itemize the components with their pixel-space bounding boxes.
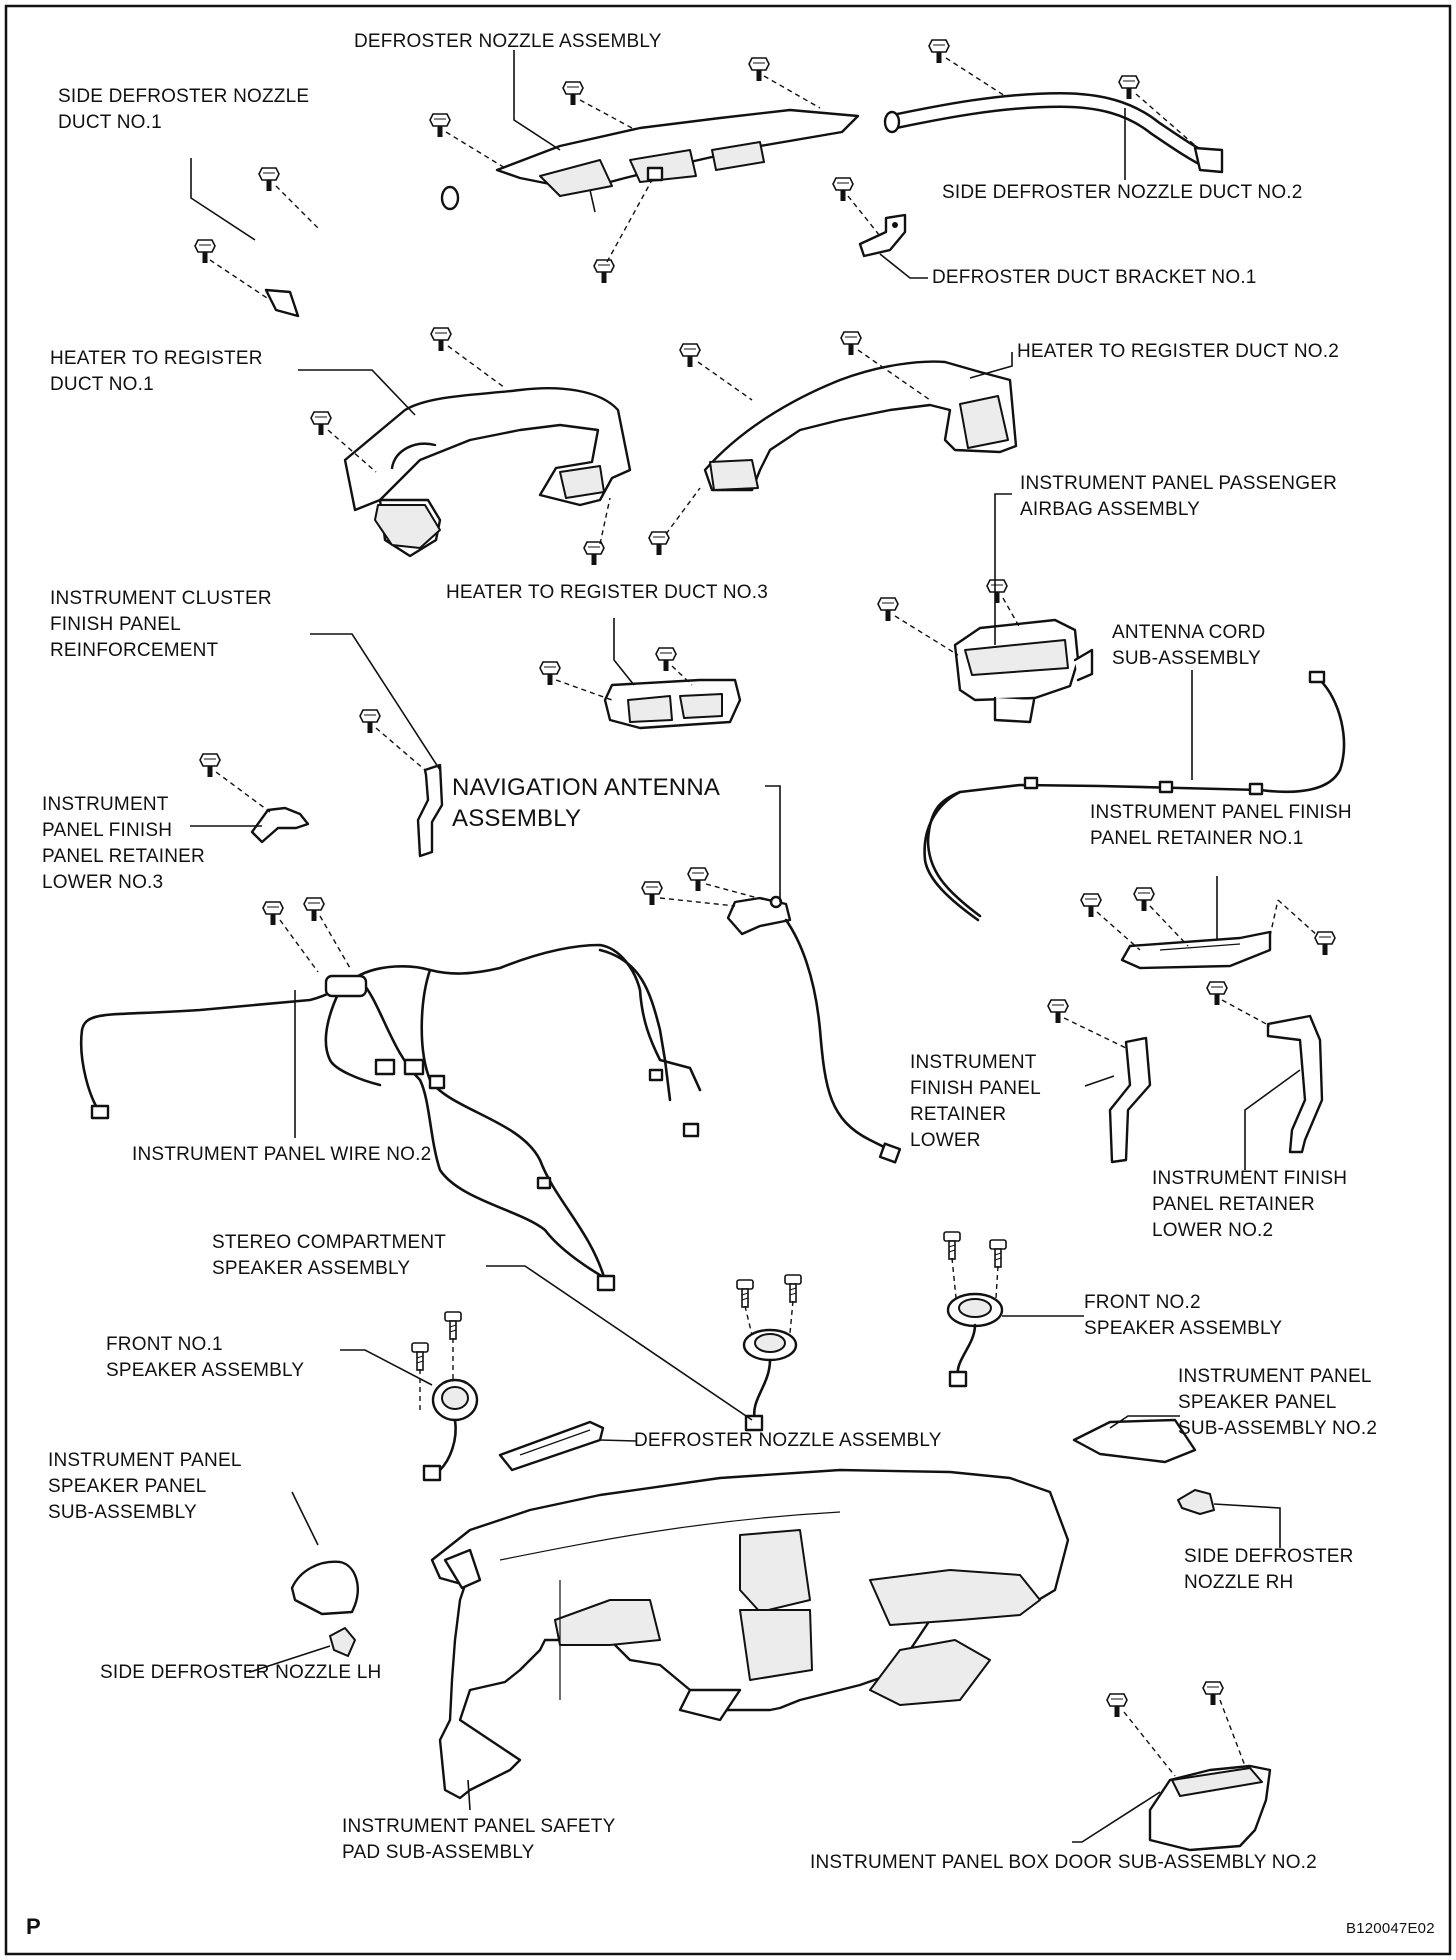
bolt bbox=[310, 411, 332, 436]
corner-mark: P bbox=[26, 1914, 41, 1939]
heater-duct-2-part bbox=[703, 360, 1018, 492]
front-speaker-1-part bbox=[422, 1378, 479, 1482]
label-defroster-nozzle-top: DEFROSTER NOZZLE ASSEMBLY bbox=[354, 31, 662, 52]
label-heater-duct-1: HEATER TO REGISTER DUCT NO.1 bbox=[50, 348, 263, 395]
label-navigation-antenna: NAVIGATION ANTENNA ASSEMBLY bbox=[452, 774, 721, 832]
finish-retainer-lower-2-part bbox=[1266, 1014, 1324, 1154]
bolt bbox=[641, 881, 663, 906]
bolt bbox=[1118, 75, 1140, 100]
label-panel-retainer-lower-3: INSTRUMENT PANEL FINISH PANEL RETAINER L… bbox=[42, 794, 205, 893]
bolt bbox=[840, 331, 862, 356]
bolt bbox=[877, 597, 899, 622]
finish-retainer-lower-part bbox=[1108, 1036, 1152, 1164]
bolt bbox=[539, 661, 561, 686]
label-panel-retainer-1: INSTRUMENT PANEL FINISH PANEL RETAINER N… bbox=[1090, 802, 1352, 849]
speaker-panel-part bbox=[290, 1560, 359, 1616]
figure-code: B120047E02 bbox=[1346, 1920, 1435, 1937]
bolt bbox=[262, 901, 284, 926]
label-speaker-panel-2: INSTRUMENT PANEL SPEAKER PANEL SUB-ASSEM… bbox=[1178, 1366, 1378, 1439]
bolt bbox=[679, 343, 701, 368]
bolt bbox=[1106, 1693, 1128, 1718]
safety-pad-part bbox=[430, 1468, 1070, 1800]
bolt bbox=[784, 1274, 802, 1303]
bolt bbox=[736, 1279, 754, 1308]
frame-border bbox=[4, 4, 1452, 1956]
defroster-nozzle-mid-part bbox=[498, 1420, 605, 1472]
antenna-cord-part bbox=[923, 670, 1346, 922]
label-cluster-reinforcement: INSTRUMENT CLUSTER FINISH PANEL REINFORC… bbox=[50, 588, 272, 661]
navigation-antenna-part bbox=[726, 895, 902, 1164]
label-box-door-2: INSTRUMENT PANEL BOX DOOR SUB-ASSEMBLY N… bbox=[810, 1852, 1317, 1873]
label-side-defroster-rh: SIDE DEFROSTER NOZZLE RH bbox=[1184, 1546, 1354, 1593]
label-defroster-nozzle-mid: DEFROSTER NOZZLE ASSEMBLY bbox=[634, 1430, 942, 1451]
bolt bbox=[562, 81, 584, 106]
speaker-panel-2-part bbox=[1072, 1418, 1197, 1464]
side-defroster-duct-1-part bbox=[264, 185, 460, 318]
bolt bbox=[429, 113, 451, 138]
bolt bbox=[194, 239, 216, 264]
defroster-duct-bracket-part bbox=[858, 213, 907, 258]
defroster-nozzle-top-part bbox=[495, 108, 860, 213]
stereo-speaker-part bbox=[742, 1328, 798, 1432]
label-side-defroster-duct-1: SIDE DEFROSTER NOZZLE DUCT NO.1 bbox=[58, 86, 310, 133]
label-defroster-duct-bracket: DEFROSTER DUCT BRACKET NO.1 bbox=[932, 267, 1257, 288]
side-defroster-rh-part bbox=[1177, 1489, 1215, 1515]
box-door-2-part bbox=[1148, 1764, 1272, 1852]
label-stereo-speaker: STEREO COMPARTMENT SPEAKER ASSEMBLY bbox=[212, 1232, 447, 1279]
bolt bbox=[411, 1342, 429, 1371]
bolt bbox=[1047, 999, 1069, 1024]
bolt bbox=[943, 1231, 961, 1260]
bolt bbox=[444, 1311, 462, 1340]
label-side-defroster-duct-2: SIDE DEFROSTER NOZZLE DUCT NO.2 bbox=[942, 182, 1303, 203]
label-finish-retainer-lower: INSTRUMENT FINISH PANEL RETAINER LOWER bbox=[910, 1052, 1041, 1151]
heater-duct-3-part bbox=[603, 678, 742, 730]
bolt bbox=[430, 327, 452, 352]
label-speaker-panel: INSTRUMENT PANEL SPEAKER PANEL SUB-ASSEM… bbox=[48, 1450, 242, 1523]
label-front-speaker-2: FRONT NO.2 SPEAKER ASSEMBLY bbox=[1084, 1292, 1283, 1339]
bolt bbox=[648, 531, 670, 556]
label-antenna-cord: ANTENNA CORD SUB-ASSEMBLY bbox=[1112, 622, 1266, 669]
label-passenger-airbag: INSTRUMENT PANEL PASSENGER AIRBAG ASSEMB… bbox=[1020, 473, 1338, 520]
label-heater-duct-2: HEATER TO REGISTER DUCT NO.2 bbox=[1017, 341, 1339, 362]
bolt bbox=[989, 1239, 1007, 1268]
label-finish-retainer-lower-2: INSTRUMENT FINISH PANEL RETAINER LOWER N… bbox=[1152, 1168, 1348, 1241]
bolt bbox=[258, 167, 280, 192]
front-speaker-2-part bbox=[946, 1292, 1004, 1388]
bolt bbox=[928, 39, 950, 64]
label-safety-pad: INSTRUMENT PANEL SAFETY PAD SUB-ASSEMBLY bbox=[342, 1816, 616, 1863]
cluster-reinforcement-part bbox=[416, 763, 444, 858]
panel-wire-2-part bbox=[79, 943, 702, 1292]
label-front-speaker-1: FRONT NO.1 SPEAKER ASSEMBLY bbox=[106, 1334, 305, 1381]
bolt bbox=[1314, 931, 1336, 956]
heater-duct-1-part bbox=[343, 387, 632, 558]
panel-retainer-lower-3-part bbox=[250, 806, 310, 844]
label-side-defroster-lh: SIDE DEFROSTER NOZZLE LH bbox=[100, 1662, 382, 1683]
panel-retainer-1-part bbox=[1120, 876, 1272, 970]
bolt bbox=[593, 259, 615, 284]
label-panel-wire-2: INSTRUMENT PANEL WIRE NO.2 bbox=[132, 1144, 432, 1165]
side-defroster-duct-2-part bbox=[883, 91, 1224, 174]
bolt bbox=[687, 867, 709, 892]
label-heater-duct-3: HEATER TO REGISTER DUCT NO.3 bbox=[446, 582, 768, 603]
bolt bbox=[583, 541, 605, 566]
passenger-airbag-part bbox=[953, 618, 1094, 724]
side-defroster-lh-part bbox=[329, 1627, 356, 1657]
